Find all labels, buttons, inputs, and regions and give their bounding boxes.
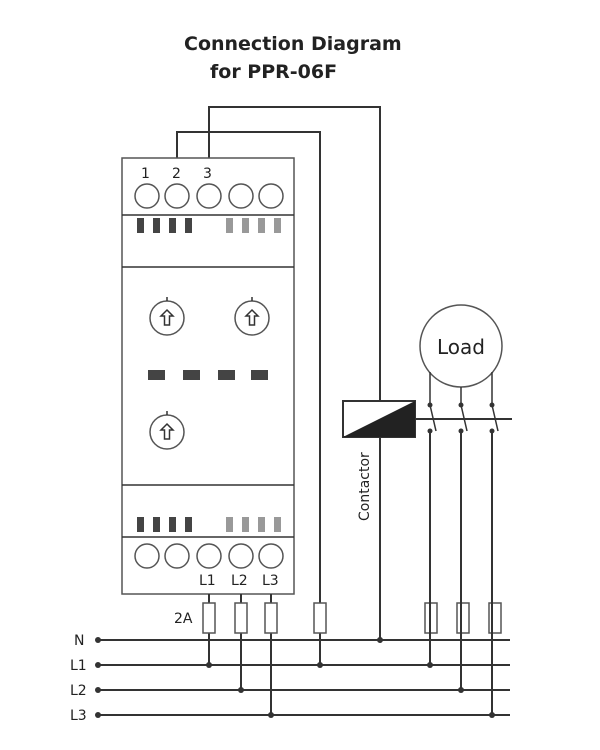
terminal-label-2: 2 (172, 166, 181, 182)
terminal-label-3: 3 (203, 166, 212, 182)
adjustment-knob (149, 411, 185, 450)
top-terminal-screw (196, 183, 222, 209)
diagram-title-line2: for PPR-06F (210, 61, 337, 83)
terminal-label-l2: L2 (231, 573, 248, 589)
adjustment-knob (149, 297, 185, 336)
load-switch-wires (427, 372, 499, 715)
bus-label-l1: L1 (70, 658, 87, 674)
bus-label-l2: L2 (70, 683, 87, 699)
bottom-terminal-screw (196, 543, 222, 569)
bus-lines (95, 637, 510, 718)
fuse (234, 602, 248, 634)
load-label: Load (437, 335, 485, 359)
fuse (313, 602, 327, 634)
contactor-label: Contactor (357, 452, 373, 521)
top-terminal-screw (164, 183, 190, 209)
terminal-label-l1: L1 (199, 573, 216, 589)
top-terminal-screw (134, 183, 160, 209)
top-indicator-bars (137, 218, 281, 233)
fuse (264, 602, 278, 634)
led-indicators (148, 370, 268, 380)
diagram-title-line1: Connection Diagram (184, 33, 402, 55)
bus-label-l3: L3 (70, 708, 87, 724)
bottom-indicator-bars (137, 517, 281, 532)
fuse (202, 602, 216, 634)
load: Load (419, 304, 503, 388)
bottom-terminal-screw (258, 543, 284, 569)
bottom-terminal-screw (164, 543, 190, 569)
top-terminal-screw (228, 183, 254, 209)
junction-dots (206, 637, 495, 718)
bottom-terminal-screw (228, 543, 254, 569)
fuse (456, 602, 470, 634)
terminal-label-l3: L3 (262, 573, 279, 589)
fuse-label: 2A (174, 611, 193, 627)
bottom-terminal-screw (134, 543, 160, 569)
relay-module: 1 2 3 (121, 157, 295, 595)
bus-label-n: N (74, 633, 84, 649)
terminal-label-1: 1 (141, 166, 150, 182)
adjustment-knob (234, 297, 270, 336)
top-terminal-screw (258, 183, 284, 209)
contactor-coil (342, 400, 416, 438)
fuse (488, 602, 502, 634)
